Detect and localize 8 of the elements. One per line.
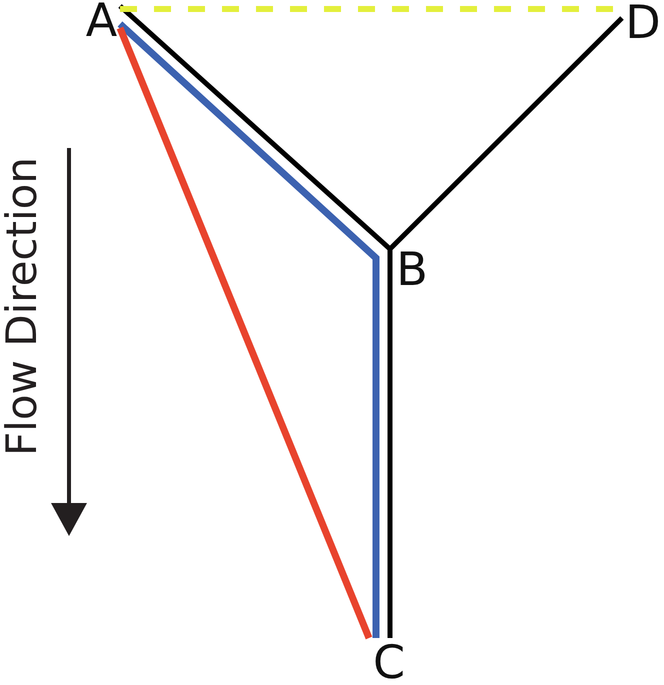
connector-line <box>388 16 624 251</box>
point-label: A <box>83 0 120 40</box>
point-label: C <box>362 638 416 685</box>
connector-line <box>388 249 392 638</box>
direction-label: Flow Direction <box>4 156 40 458</box>
point-label: B <box>390 247 434 291</box>
connector-line <box>118 4 392 251</box>
point-label: D <box>622 2 664 42</box>
